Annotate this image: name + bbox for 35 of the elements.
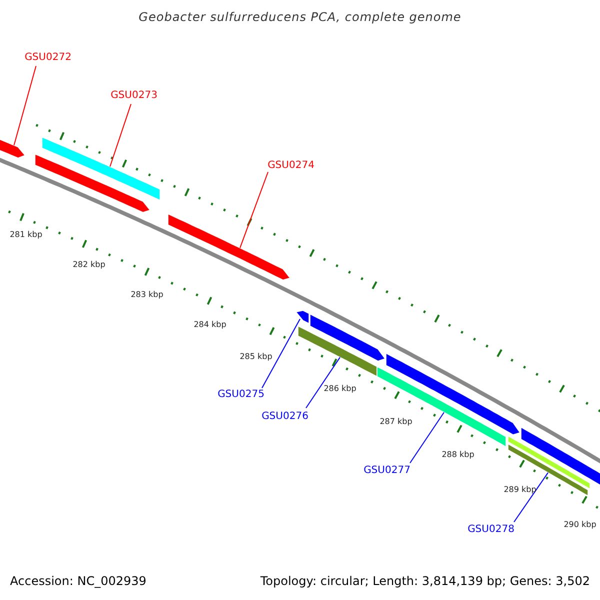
tick-label: 288 kbp <box>442 451 474 459</box>
gene-label: GSU0272 <box>24 53 72 63</box>
gene-label: GSU0275 <box>218 390 264 400</box>
gene-label: GSU0274 <box>268 161 314 171</box>
gene-label: GSU0276 <box>262 412 308 422</box>
chart-title: Geobacter sulfurreducens PCA, complete genome <box>138 11 462 23</box>
gene-label: GSU0277 <box>364 466 410 476</box>
tick-label: 290 kbp <box>564 521 596 529</box>
gene-feature <box>34 154 151 213</box>
leader-line <box>240 172 268 248</box>
gene-feature <box>376 366 506 448</box>
tick-label: 286 kbp <box>324 385 356 393</box>
tick-label: 284 kbp <box>194 321 226 329</box>
leader-line <box>110 104 132 168</box>
gene-feature <box>520 426 600 488</box>
gene-feature <box>168 213 291 280</box>
accession-text: Accession: NC_002939 <box>10 575 146 587</box>
leader-line <box>262 318 300 388</box>
leader-line <box>410 412 444 464</box>
gene-feature <box>298 325 378 378</box>
leader-line <box>14 66 36 146</box>
gene-label: GSU0273 <box>110 91 158 101</box>
tick-label: 289 kbp <box>504 486 536 494</box>
leader-line <box>306 356 340 408</box>
gene-feature <box>310 313 386 362</box>
tick-label: 283 kbp <box>130 291 164 299</box>
leader-line <box>514 472 548 522</box>
gene-label: GSU0278 <box>468 525 514 535</box>
tick-label: 287 kbp <box>380 418 412 426</box>
tick-label: 282 kbp <box>72 261 106 269</box>
gene-feature <box>295 310 310 324</box>
genome-info-text: Topology: circular; Length: 3,814,139 bp; Genes: 3,502 <box>260 575 590 587</box>
tick-label: 285 kbp <box>240 353 272 361</box>
tick-label: 281 kbp <box>10 231 42 239</box>
gene-feature <box>42 136 160 201</box>
